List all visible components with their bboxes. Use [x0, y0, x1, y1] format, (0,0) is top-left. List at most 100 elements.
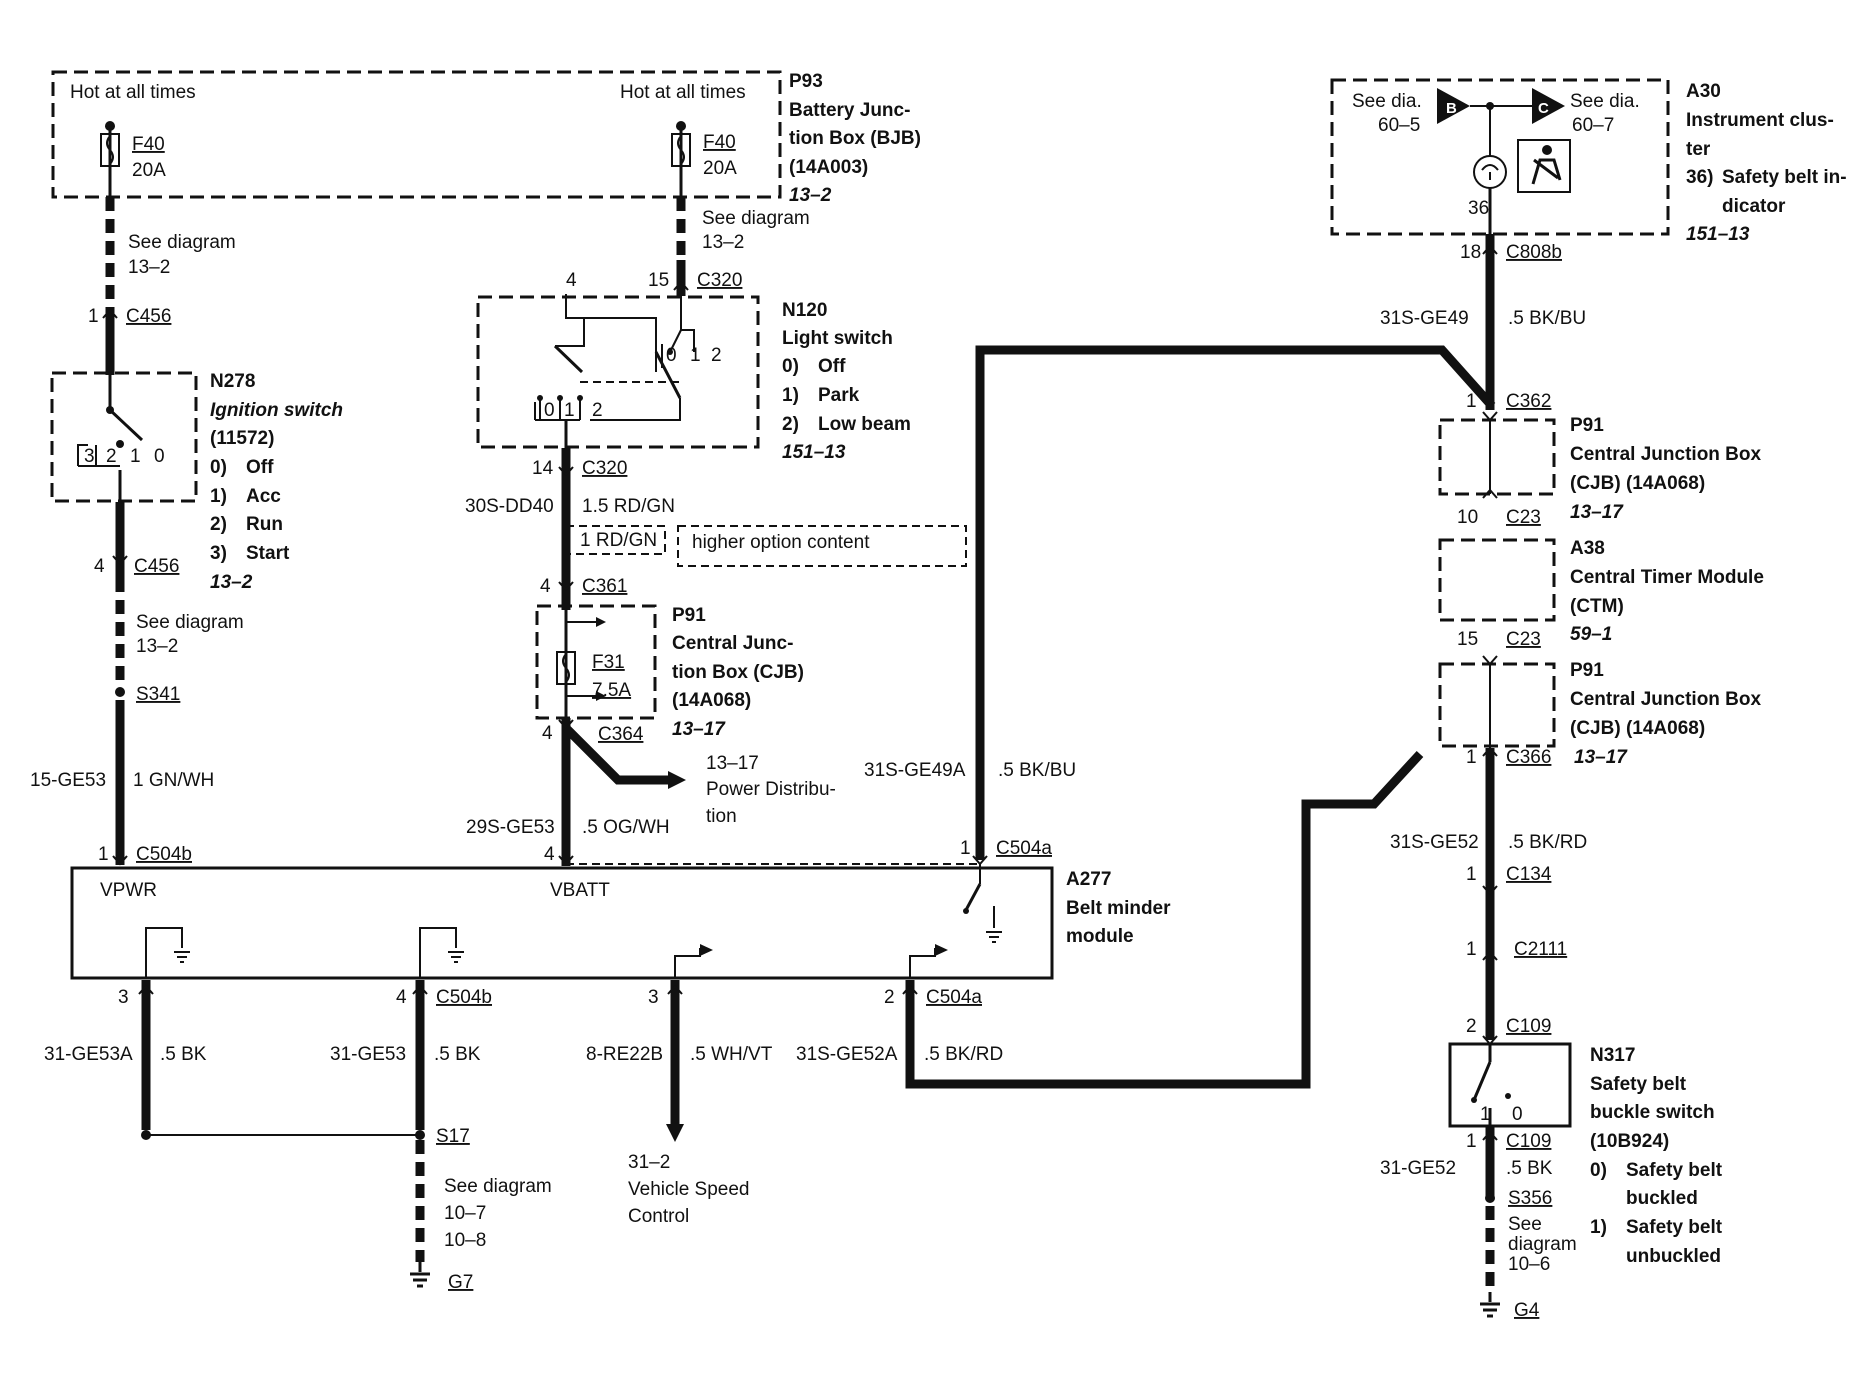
ground-icon [986, 931, 1002, 943]
fuse-f40-right-rating: 20A [703, 158, 737, 179]
p91-fuse-ref: 13–17 [672, 719, 726, 740]
a277-out-2-connector: C504b [436, 987, 492, 1008]
connector-arrow-icon [1482, 950, 1498, 961]
power-distribution-line-1: Power Distribu- [706, 779, 836, 800]
wire-1-5-rd-gn: 1.5 RD/GN [582, 496, 675, 517]
c456-bottom-label: C456 [134, 556, 179, 577]
p91-lower-title-line-1: Central Junction Box [1570, 689, 1762, 710]
power-distribution-line-2: tion [706, 806, 737, 827]
left-see-diagram-1: See diagram [128, 232, 236, 253]
p93-id: P93 [789, 71, 823, 92]
n120-pos-0-num: 0) [782, 356, 799, 377]
g7-see-diagram: See diagram [444, 1176, 552, 1197]
a277-out-1-wire: .5 BK [160, 1044, 207, 1065]
n120-ref: 151–13 [782, 442, 846, 463]
n278-contact-0: 0 [154, 446, 165, 467]
g7-see-diagram-ref-2: 10–8 [444, 1230, 486, 1251]
connector-arrow-icon [138, 984, 154, 995]
g4-see-diagram-line-3: 10–6 [1508, 1254, 1550, 1275]
c808b-pin: 18 [1460, 242, 1481, 263]
connector-arrow-icon [1482, 244, 1498, 255]
wire-1-gn-wh: 1 GN/WH [133, 770, 214, 791]
a30-title-line-2: ter [1686, 139, 1711, 160]
n120-pos-1-label: Park [818, 385, 860, 406]
hot-at-all-times-left: Hot at all times [70, 82, 196, 103]
c320-bottom-label: C320 [582, 458, 627, 479]
a277-bottom-wiring: 3 31-GE53A .5 BK 4 C504b 31-GE53 .5 BK S… [44, 750, 1424, 1293]
a277-out-3-pin: 3 [648, 987, 659, 1008]
n120-left-contact-2: 2 [592, 400, 603, 421]
a277-title-line-2: module [1066, 926, 1134, 947]
mid-see-diagram-ref: 13–2 [702, 232, 744, 253]
c109-bottom-pin: 1 [1466, 1131, 1477, 1152]
vsc-arrow-icon [666, 1124, 684, 1142]
splice-s356-dot [1485, 1193, 1495, 1203]
connector-arrow-icon [972, 855, 988, 866]
p91-upper-title-line-1: Central Junction Box [1570, 444, 1762, 465]
p91-fuse-title-line-1: Central Junc- [672, 633, 793, 654]
p93-box-outline [51, 70, 782, 199]
a30-item-num: 36) [1686, 167, 1713, 188]
splice-s17-label: S17 [436, 1126, 470, 1147]
p91-fuse-id: P91 [672, 605, 706, 626]
connector-c-label: C [1538, 100, 1549, 117]
fuse-f40-left-name: F40 [132, 134, 165, 155]
n278-pos-1-num: 1) [210, 486, 227, 507]
connector-arrow-icon [673, 280, 689, 291]
connector-arrow-icon [558, 466, 574, 477]
fuse-f40-right-name: F40 [703, 132, 736, 153]
c504b-left-label: C504b [136, 844, 192, 865]
seat-belt-icon [1517, 139, 1571, 193]
a30-see-c-ref: 60–7 [1572, 115, 1614, 136]
p91-lower-title-line-2: (CJB) (14A068) [1570, 718, 1705, 739]
c504b-mid-pin: 4 [544, 844, 555, 865]
a277-title-line-1: Belt minder [1066, 898, 1171, 919]
left-see-diagram-ref-2: 13–2 [136, 636, 178, 657]
p91-upper-id: P91 [1570, 415, 1604, 436]
a277-out-4-pin: 2 [884, 987, 895, 1008]
n120-right-contact-1: 1 [690, 345, 701, 366]
c134-label: C134 [1506, 864, 1552, 885]
a277-out-2-pin: 4 [396, 987, 407, 1008]
c361-label: C361 [582, 576, 627, 597]
c364-pin: 4 [542, 723, 553, 744]
n120-pos-2-num: 2) [782, 414, 799, 435]
buckle-switch-blade-icon [1472, 1061, 1492, 1101]
circuit-30s-dd40: 30S-DD40 [465, 496, 554, 517]
p93-title-line-1: Battery Junc- [789, 100, 910, 121]
a277-out-3-wire: .5 WH/VT [690, 1044, 773, 1065]
vsc-line-1: Vehicle Speed [628, 1179, 750, 1200]
signal-flag-icon [935, 944, 948, 956]
fuse-f40-right-icon [671, 133, 691, 167]
a277-id: A277 [1066, 869, 1111, 890]
c320-top-label: C320 [697, 270, 742, 291]
splice-s341-dot [115, 687, 125, 697]
a30-title-line-1: Instrument clus- [1686, 110, 1834, 131]
a277-out-4-circuit: 31S-GE52A [796, 1044, 898, 1065]
n120-right-contact-2: 2 [711, 345, 722, 366]
p91-lower-box-outline [1438, 662, 1556, 748]
c23-bottom-label: C23 [1506, 629, 1541, 650]
c109-top-pin: 2 [1466, 1016, 1477, 1037]
n278-pos-3-label: Start [246, 543, 290, 564]
a277-out-1-circuit: 31-GE53A [44, 1044, 133, 1065]
c456-top-pin: 1 [88, 306, 99, 327]
n120-pos-2-label: Low beam [818, 414, 911, 435]
n278-contact-3: 3 [84, 446, 95, 467]
connector-arrow-icon [902, 984, 918, 995]
a277-box-outline [70, 866, 1054, 980]
p91-fuse-title-line-3: (14A068) [672, 690, 751, 711]
c366-label: C366 [1506, 747, 1551, 768]
a277-vpwr-label: VPWR [100, 880, 157, 901]
a38-title-line-1: Central Timer Module [1570, 567, 1764, 588]
power-distribution-ref: 13–17 [706, 753, 759, 774]
ground-icon [448, 951, 464, 963]
n120-box-outline [476, 295, 760, 449]
a277-out-2-wire: .5 BK [434, 1044, 481, 1065]
power-distribution-arrow-icon [668, 771, 686, 789]
g7-see-diagram-ref-1: 10–7 [444, 1203, 486, 1224]
a30-instrument-cluster: See dia. 60–5 B C See dia. 60–7 36 A30 I… [1330, 78, 1847, 245]
c23-top-pin: 10 [1457, 507, 1478, 528]
fuse-element-icon [106, 135, 114, 165]
connector-arrow-icon [558, 581, 574, 592]
